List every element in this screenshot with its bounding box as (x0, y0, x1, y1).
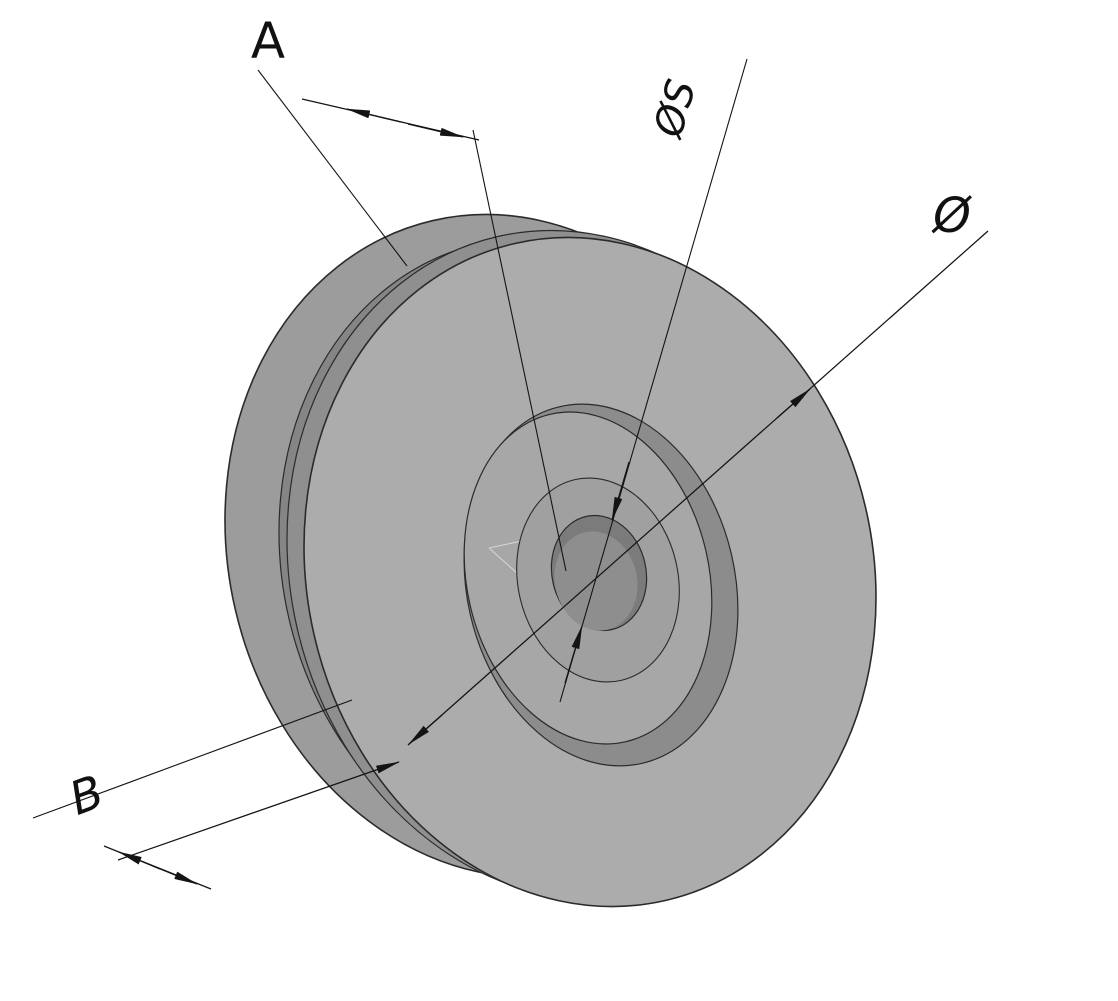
dim-a-extension-line (472, 129, 567, 572)
dim-d-arrow-upper (776, 388, 811, 419)
dim-b-arrow-right (157, 867, 198, 885)
dim-b-arrow-left (118, 851, 161, 870)
dim-s-arrow-lower (564, 625, 583, 684)
dim-d-arrow-lower (408, 714, 443, 745)
dim-s-label: ØS (645, 75, 705, 144)
dim-b-label: B (62, 764, 110, 826)
bore-shading (554, 531, 638, 631)
dim-a-label: A (251, 12, 285, 70)
dim-s-leader-line (559, 58, 748, 703)
dim-s-arrow-upper (611, 461, 630, 521)
dimension-outer-diameter: Ø (407, 188, 989, 746)
dim-d-dimension-line (407, 230, 989, 746)
dim-a-arrow-left (346, 108, 402, 123)
dimension-a: A (251, 12, 567, 572)
dim-a-extension-line (257, 69, 408, 267)
dim-a-arrow-right (407, 123, 464, 138)
dim-b-leader-line (117, 761, 400, 861)
pulley (224, 213, 877, 908)
dim-d-label: Ø (931, 188, 972, 244)
dim-b-extension-line (32, 699, 353, 819)
